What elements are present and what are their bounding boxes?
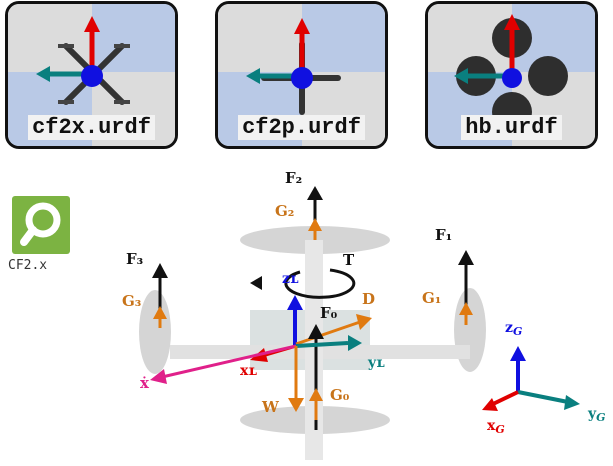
- cf2x-render: [8, 4, 175, 146]
- panel-cf2p: cf2p.urdf: [215, 1, 388, 149]
- force-diagram: F₂ G₂ F₁ G₁ F₃ G₃ T zʟ D F₀ yʟ xʟ ẋ W G₀: [122, 169, 606, 460]
- panel-label: hb.urdf: [461, 115, 562, 140]
- panel-label: cf2p.urdf: [238, 115, 365, 140]
- label-xdot: ẋ: [140, 374, 150, 392]
- label-g2: G₂: [275, 202, 294, 220]
- label-zg-sub: G: [513, 325, 522, 338]
- label-xg-sub: G: [495, 423, 504, 436]
- label-zg: z: [505, 320, 513, 336]
- label-f3: F₃: [126, 250, 143, 268]
- label-yl: yʟ: [367, 355, 385, 371]
- label-d: D: [362, 290, 375, 308]
- label-f1: F₁: [435, 226, 452, 244]
- panel-label: cf2x.urdf: [28, 115, 155, 140]
- label-g1: G₁: [422, 289, 441, 307]
- app-label: CF2.x: [8, 258, 48, 273]
- label-g0: G₀: [330, 386, 350, 404]
- magnifier-icon: [20, 202, 61, 246]
- app-icon[interactable]: [12, 196, 70, 254]
- label-f2: F₂: [285, 169, 302, 187]
- panel-cf2x: cf2x.urdf: [5, 1, 178, 149]
- label-g3: G₃: [122, 292, 141, 310]
- label-xl: xʟ: [240, 363, 257, 379]
- label-xg: x: [487, 418, 496, 434]
- panel-hb: hb.urdf: [425, 1, 598, 149]
- global-axes: zG xG yG: [482, 320, 606, 436]
- label-f0: F₀: [320, 304, 338, 322]
- svg-text:xG: xG: [487, 418, 505, 436]
- f2-arrow: [307, 186, 323, 200]
- label-t: T: [343, 251, 355, 269]
- svg-text:yG: yG: [587, 406, 606, 424]
- svg-text:zG: zG: [505, 320, 522, 338]
- label-yg: y: [587, 406, 597, 422]
- label-w: W: [261, 398, 280, 416]
- label-yg-sub: G: [596, 411, 605, 424]
- label-zl: zʟ: [282, 271, 299, 287]
